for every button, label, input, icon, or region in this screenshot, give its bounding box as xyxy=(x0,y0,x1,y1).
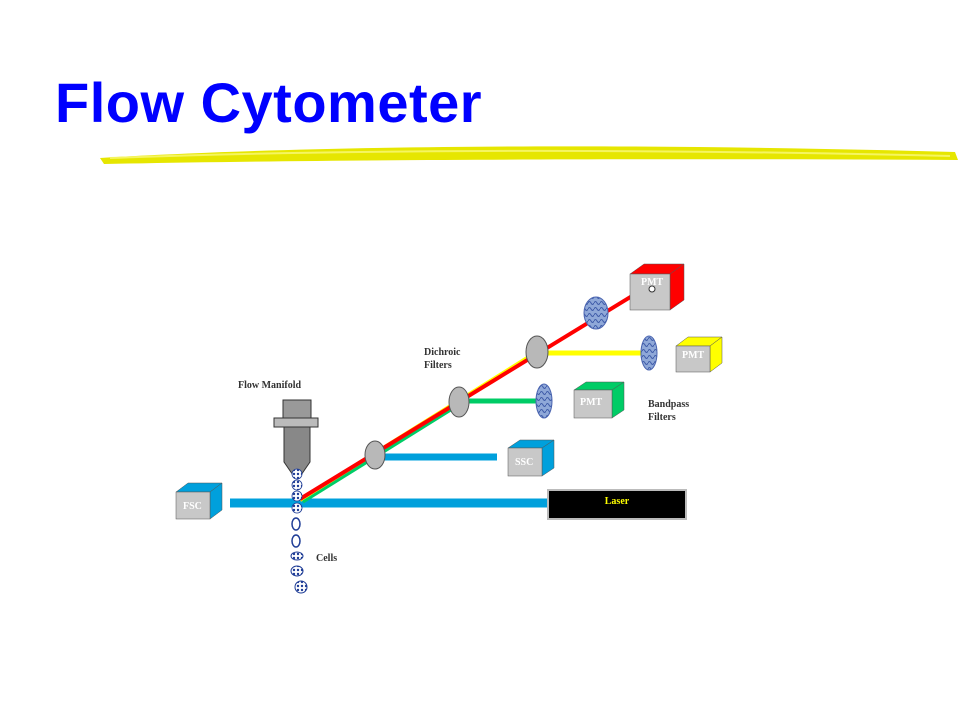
dichroic-filter-1 xyxy=(364,440,386,470)
dichroic-label-line2: Filters xyxy=(424,360,452,371)
bandpass-filter-yellow xyxy=(640,335,658,371)
cells-label: Cells xyxy=(316,553,337,564)
dichroic-filter-3 xyxy=(525,335,549,369)
page-title: Flow Cytometer xyxy=(55,71,483,134)
pmt-red-label: PMT xyxy=(641,277,664,288)
fsc-box: FSC xyxy=(175,482,223,520)
ssc-label: SSC xyxy=(515,457,533,468)
dichroic-filter-2 xyxy=(448,386,470,418)
pmt-yellow-box: PMT xyxy=(675,336,723,373)
ssc-box: SSC xyxy=(507,439,555,477)
title-underline-highlight xyxy=(109,149,951,159)
fsc-label: FSC xyxy=(183,501,202,512)
dichroic-label-line1: Dichroic xyxy=(424,347,461,358)
bandpass-filter-red xyxy=(583,296,609,330)
bandpass-filter-green xyxy=(535,383,553,419)
bandpass-label-line1: Bandpass xyxy=(648,399,689,410)
laser-box: Laser xyxy=(547,489,687,520)
cell-stream xyxy=(290,468,308,594)
flow-manifold xyxy=(273,399,319,479)
pmt-green-box: PMT xyxy=(573,381,625,419)
pmt-red-box: PMT xyxy=(629,263,685,311)
title-underline xyxy=(100,146,958,164)
bandpass-label-line2: Filters xyxy=(648,412,676,423)
flow-manifold-label: Flow Manifold xyxy=(238,380,301,391)
laser-label: Laser xyxy=(605,496,630,507)
pmt-yellow-label: PMT xyxy=(682,350,705,361)
pmt-green-label: PMT xyxy=(580,397,603,408)
